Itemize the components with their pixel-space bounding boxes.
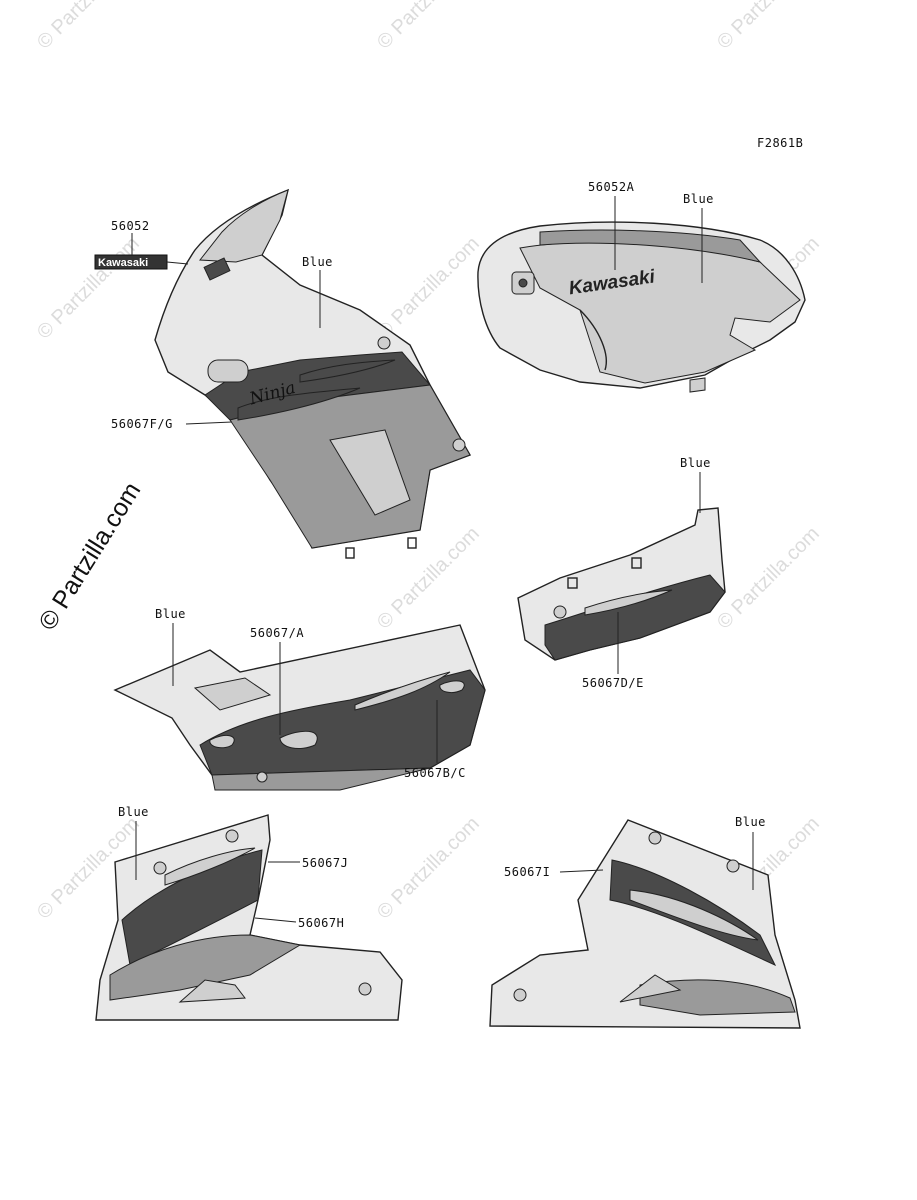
leader-line (185, 421, 233, 425)
kawasaki-badge-text: Kawasaki (98, 257, 148, 269)
label-blue-tank: Blue (683, 192, 714, 206)
watermark: © Partzilla.com (33, 0, 144, 54)
leader-line (559, 869, 604, 873)
watermark: © Partzilla.com (373, 523, 484, 634)
label-blue-lower-left: Blue (118, 805, 149, 819)
label-56067DE: 56067D/E (582, 676, 644, 690)
label-blue-side-fairing: Blue (155, 607, 186, 621)
watermark: © Partzilla.com (373, 813, 484, 924)
label-56067I: 56067I (504, 865, 550, 879)
label-blue-inner-panel: Blue (680, 456, 711, 470)
lower-right-fairing-part (489, 819, 801, 1029)
watermark: © Partzilla.com (713, 523, 824, 634)
watermark: © Partzilla.com (373, 0, 484, 54)
label-56067H: 56067H (298, 916, 344, 930)
kawasaki-badge: Kawasaki (94, 254, 168, 270)
label-56052: 56052 (111, 219, 150, 233)
upper-cowl-part: Ninja (154, 188, 472, 559)
watermark: © Partzilla.com (33, 233, 144, 344)
inner-panel-part (517, 507, 726, 661)
label-56067BC: 56067B/C (404, 766, 466, 780)
label-56067FG: 56067F/G (111, 417, 173, 431)
leader-line (166, 261, 189, 265)
watermark-main: © Partzilla.com (33, 477, 146, 635)
label-blue-lower-right: Blue (735, 815, 766, 829)
label-56067A: 56067/A (250, 626, 304, 640)
side-fairing-part (113, 624, 486, 791)
label-56052A: 56052A (588, 180, 635, 194)
lower-left-fairing-part (95, 814, 403, 1021)
label-56067J: 56067J (302, 856, 348, 870)
fuel-tank-part: Kawasaki (477, 221, 806, 393)
watermark: © Partzilla.com (373, 233, 484, 344)
figure-code: F2861B (757, 136, 803, 150)
label-blue-upper-cowl: Blue (302, 255, 333, 269)
leader-line (254, 917, 297, 923)
watermark: © Partzilla.com (713, 0, 824, 54)
